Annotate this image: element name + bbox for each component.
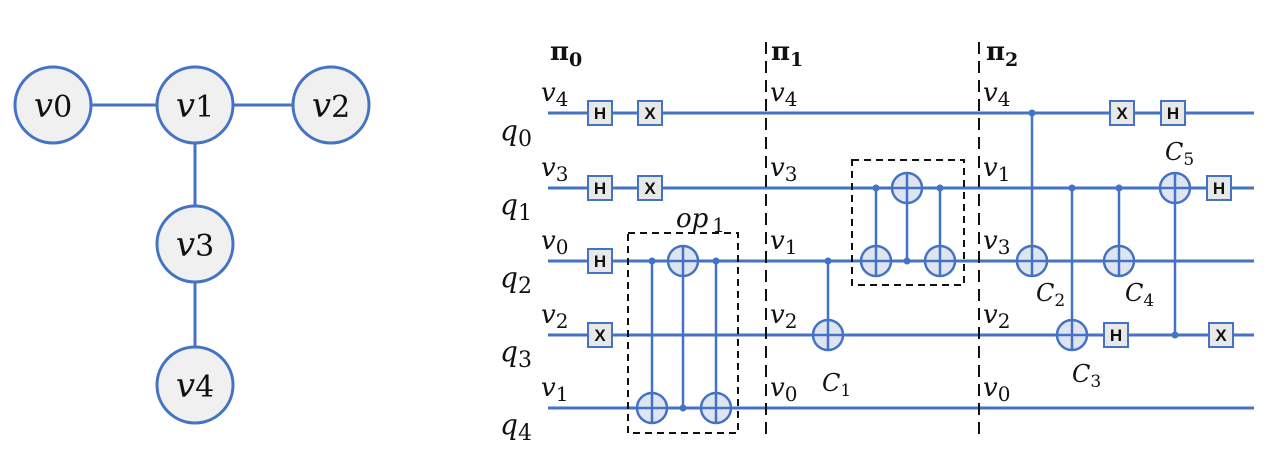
swap-op1-cnot-b [666,244,700,412]
gate-h-q1: H [587,175,613,201]
map-pi1-q3: v2 [770,300,797,333]
cnot-label-c2: C2 [1036,279,1065,311]
svg-text:X: X [1215,326,1227,345]
svg-text:H: H [594,104,606,123]
mapping-pi2: v4 v1 v3 v2 v0 [983,78,1010,406]
map-pi2-q0: v4 [983,78,1010,111]
map-pi0-q4: v1 [541,373,568,406]
map-pi1-q4: v0 [770,373,797,406]
graph-node-v4: v4 [155,345,235,425]
layout-label-pi0: π0 [550,37,582,71]
map-pi0-q2: v0 [541,226,568,259]
map-pi2-q4: v0 [983,373,1010,406]
cnot-c5 [1158,171,1192,339]
cnot-c4 [1102,184,1136,278]
quantum-circuit: q0 q1 q2 q3 q4 π0 π1 π2 v4 v3 v0 v2 v1 v… [500,37,1254,446]
gate-h-q1-final: H [1206,175,1232,201]
map-pi2-q3: v2 [983,300,1010,333]
swap-op1-cnot-a [635,257,669,425]
graph-node-v3: v3 [155,204,235,284]
swap2-cnot-b [890,171,924,265]
gate-h-q0-final: H [1160,100,1186,126]
map-pi1-q2: v1 [770,226,797,259]
map-pi1-q0: v4 [770,78,797,111]
swap-box-2 [851,159,965,286]
svg-text:H: H [1167,104,1179,123]
graph-node-v2: v2 [291,65,371,145]
svg-text:v4: v4 [176,366,214,406]
gate-x-q0: X [637,100,663,126]
qubit-label-q0: q0 [500,114,532,152]
gate-h-q3-final: H [1103,322,1129,348]
map-pi0-q3: v2 [541,300,568,333]
cnot-label-c1: C1 [822,369,851,401]
mapping-pi1: v4 v3 v1 v2 v0 [770,78,797,406]
map-pi2-q2: v3 [983,226,1010,259]
svg-text:H: H [594,252,606,271]
layout-label-pi2: π2 [986,37,1018,71]
swap2-cnot-c [923,184,957,278]
svg-text:H: H [1213,179,1225,198]
map-pi1-q1: v3 [770,153,797,186]
cnot-c3 [1055,184,1089,352]
gate-x-q0-final: X [1109,100,1135,126]
map-pi0-q0: v4 [541,78,568,111]
mapping-pi0: v4 v3 v0 v2 v1 [541,78,568,406]
svg-text:v1: v1 [176,86,214,126]
svg-text:X: X [594,326,606,345]
qubit-label-q2: q2 [500,261,532,299]
cnot-label-c4: C4 [1125,279,1154,311]
svg-text:v3: v3 [176,225,214,265]
cnot-c1 [811,257,845,352]
gate-h-q0: H [587,100,613,126]
graph-node-v0: v0 [13,65,93,145]
swap-box-op1 [627,232,739,434]
svg-text:X: X [1116,104,1128,123]
svg-text:X: X [644,179,656,198]
coupling-graph: v0 v1 v2 v3 v4 [13,65,371,425]
gate-x-q1: X [637,175,663,201]
swap2-cnot-a [859,184,893,278]
graph-node-v1: v1 [155,65,235,145]
cnot-c2 [1015,109,1049,278]
svg-text:v0: v0 [34,86,72,126]
svg-text:v2: v2 [312,86,350,126]
gate-h-q2: H [587,248,613,274]
cnot-label-c3: C3 [1072,360,1101,392]
gate-x-q3: X [587,322,613,348]
qubit-label-q4: q4 [500,408,532,446]
gate-x-q3-final: X [1208,322,1234,348]
cnot-label-c5: C5 [1165,138,1194,170]
svg-text:H: H [1110,326,1122,345]
map-pi2-q1: v1 [983,153,1010,186]
qubit-label-q1: q1 [500,188,532,226]
svg-text:H: H [594,179,606,198]
swap-op1-cnot-c [699,257,733,425]
qubit-label-q3: q3 [500,335,532,373]
layout-label-pi1: π1 [771,37,803,71]
map-pi0-q1: v3 [541,153,568,186]
qubit-labels: q0 q1 q2 q3 q4 [500,114,532,446]
svg-text:X: X [644,104,656,123]
